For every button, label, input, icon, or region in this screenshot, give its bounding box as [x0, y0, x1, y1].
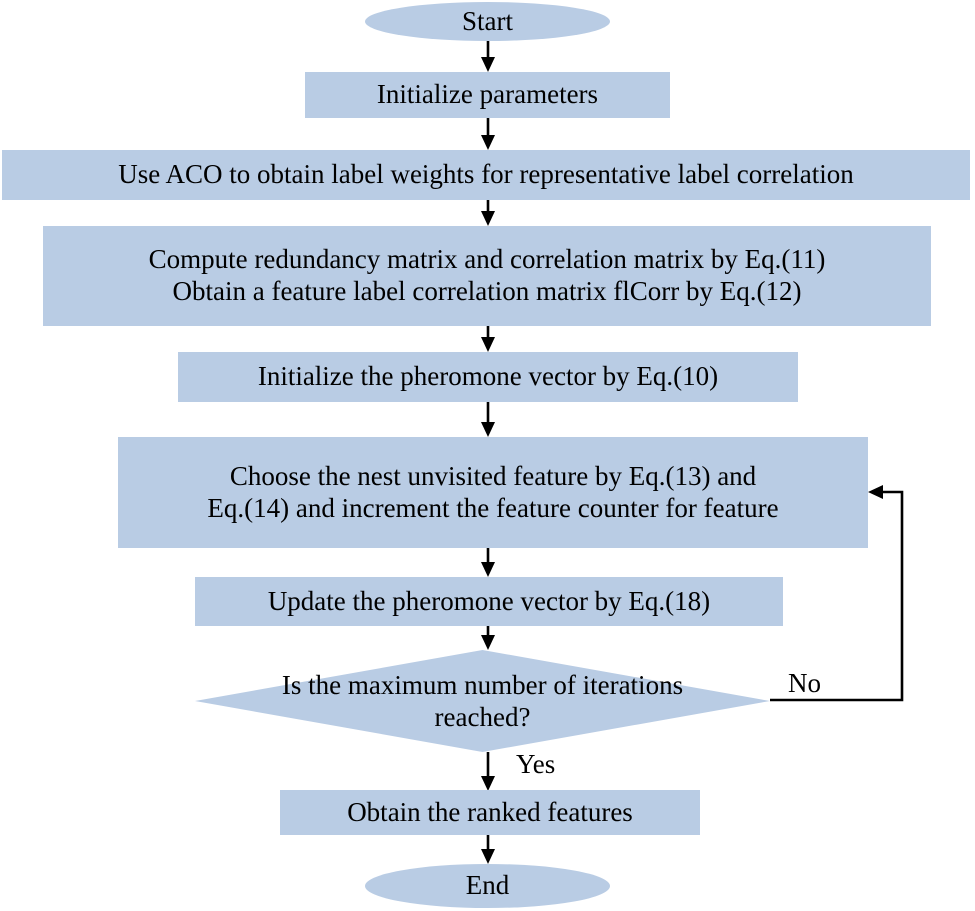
arrowhead-pheromone-to-choose — [481, 422, 495, 437]
node-update-pheromone[interactable]: Update the pheromone vector by Eq.(18) — [195, 577, 783, 626]
arrowhead-init-to-aco — [481, 135, 495, 150]
node-obtain-ranked-features-label: Obtain the ranked features — [347, 796, 633, 827]
arrowhead-update-to-decision — [481, 635, 495, 650]
node-initialize-parameters-label: Initialize parameters — [376, 79, 599, 110]
edge-label-yes-text: Yes — [516, 749, 556, 779]
node-obtain-ranked-features[interactable]: Obtain the ranked features — [280, 790, 700, 835]
arrowhead-decision-yes — [481, 776, 495, 791]
decision-label-wrap: Is the maximum number of iterations reac… — [195, 650, 770, 752]
node-initialize-pheromone[interactable]: Initialize the pheromone vector by Eq.(1… — [178, 352, 798, 402]
node-initialize-parameters[interactable]: Initialize parameters — [305, 72, 670, 118]
edge-label-yes: Yes — [516, 749, 555, 780]
arrowhead-compute-to-pheromone — [481, 337, 495, 352]
node-use-aco-label-weights[interactable]: Use ACO to obtain label weights for repr… — [2, 150, 970, 200]
arrowhead-no-loop — [868, 485, 883, 499]
node-choose-feature-line1: Choose the nest unvisited feature by Eq.… — [229, 460, 757, 491]
node-compute-matrices-line1: Compute redundancy matrix and correlatio… — [148, 244, 826, 275]
edge-label-no: No — [788, 668, 821, 699]
node-choose-feature[interactable]: Choose the nest unvisited feature by Eq.… — [118, 437, 868, 548]
node-decision-line1: Is the maximum number of iterations — [281, 669, 684, 700]
arrowhead-ranked-to-end — [481, 849, 495, 864]
node-use-aco-label-weights-label: Use ACO to obtain label weights for repr… — [118, 159, 854, 190]
node-compute-matrices[interactable]: Compute redundancy matrix and correlatio… — [43, 226, 931, 326]
arrowhead-choose-to-update — [481, 562, 495, 577]
arrowhead-aco-to-compute — [481, 211, 495, 226]
node-decision-max-iterations[interactable]: Is the maximum number of iterations reac… — [195, 650, 770, 752]
node-compute-matrices-line2: Obtain a feature label correlation matri… — [172, 276, 802, 306]
arrowhead-start-to-init — [481, 57, 495, 72]
node-end-label: End — [465, 870, 510, 901]
edge-label-no-text: No — [788, 668, 821, 698]
node-initialize-pheromone-label: Initialize the pheromone vector by Eq.(1… — [257, 361, 719, 392]
node-choose-feature-line2: Eq.(14) and increment the feature counte… — [207, 492, 779, 523]
node-decision-line2: reached? — [434, 702, 531, 732]
node-start-label: Start — [462, 5, 513, 36]
node-update-pheromone-label: Update the pheromone vector by Eq.(18) — [267, 585, 711, 616]
node-end[interactable]: End — [365, 864, 610, 908]
node-start[interactable]: Start — [365, 2, 610, 41]
edge-decision-no-loop — [770, 490, 904, 702]
